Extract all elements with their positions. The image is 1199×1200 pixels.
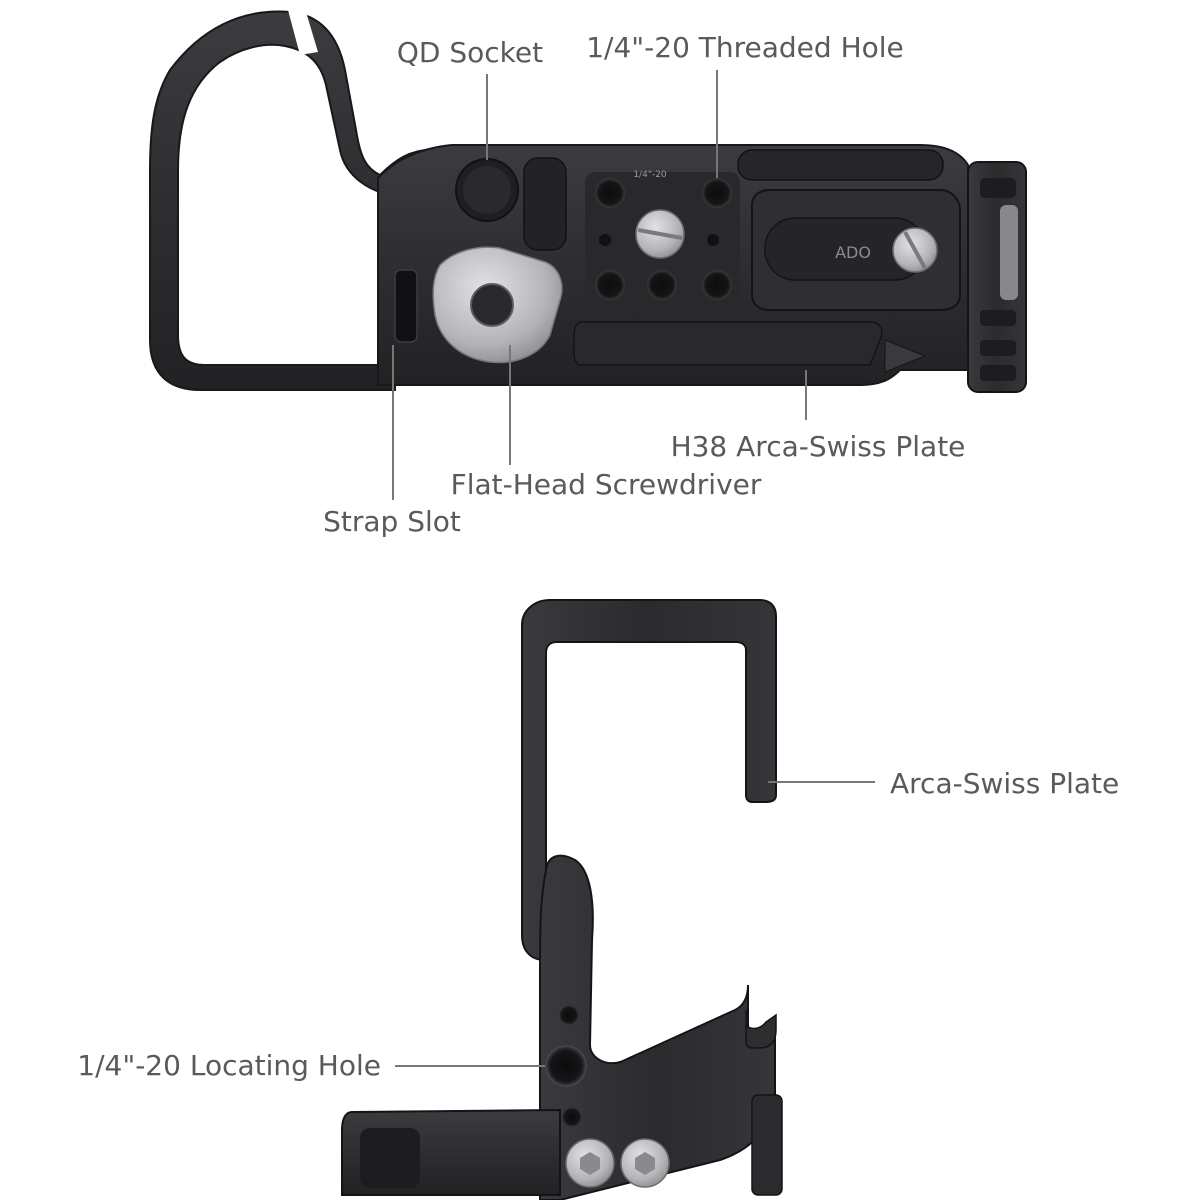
small-hole <box>562 1107 582 1127</box>
arca-rail-stop <box>884 339 927 373</box>
side-lower-body <box>539 854 776 1200</box>
side-bracket-view <box>341 599 783 1200</box>
top-bracket-view: 1/4"-20 ADO <box>149 10 1027 393</box>
grip-frame-notch <box>288 10 318 55</box>
threaded-hole-matrix: 1/4"-20 <box>585 170 740 312</box>
sliding-plate: ADO <box>751 189 961 311</box>
callout-labels: QD Socket 1/4"-20 Threaded Hole H38 Arca… <box>77 31 1119 1082</box>
label-qd-socket: QD Socket <box>397 36 543 69</box>
clamp-knob-groove <box>360 1128 420 1188</box>
model-marking-engraving: ADO <box>835 243 871 262</box>
side-hook <box>745 1010 777 1049</box>
thread-marking-engraving: 1/4"-20 <box>633 170 667 180</box>
hex-socket <box>580 1152 600 1175</box>
locating-hole <box>545 1045 587 1087</box>
pocket-slot-2 <box>737 149 944 181</box>
small-locating-hole <box>599 234 611 246</box>
qd-socket-inner <box>463 166 511 214</box>
label-arca-swiss-h38: H38 Arca-Swiss Plate <box>671 430 966 463</box>
strap-slot <box>394 269 418 343</box>
grip-frame <box>149 10 481 391</box>
lock-screw-slot <box>903 231 927 269</box>
small-hole <box>559 1005 579 1025</box>
label-arca-swiss: Arca-Swiss Plate <box>890 767 1119 800</box>
label-strap-slot: Strap Slot <box>323 505 461 538</box>
label-screwdriver: Flat-Head Screwdriver <box>451 468 762 501</box>
label-threaded-hole: 1/4"-20 Threaded Hole <box>586 31 904 64</box>
label-locating-hole: 1/4"-20 Locating Hole <box>77 1049 381 1082</box>
threaded-hole <box>647 270 677 300</box>
leader-lines <box>392 70 875 1067</box>
screwdriver-key <box>432 246 563 364</box>
threaded-hole <box>595 178 625 208</box>
pocket-slot-1 <box>523 157 567 251</box>
hex-socket <box>635 1152 655 1175</box>
side-right-block <box>751 1094 783 1196</box>
small-locating-hole <box>707 234 719 246</box>
arca-rail <box>573 321 883 366</box>
threaded-hole <box>595 270 625 300</box>
threaded-hole <box>702 270 732 300</box>
side-clamp-block <box>967 161 1027 393</box>
mounting-screw-slot <box>637 228 683 240</box>
threaded-hole <box>702 178 732 208</box>
